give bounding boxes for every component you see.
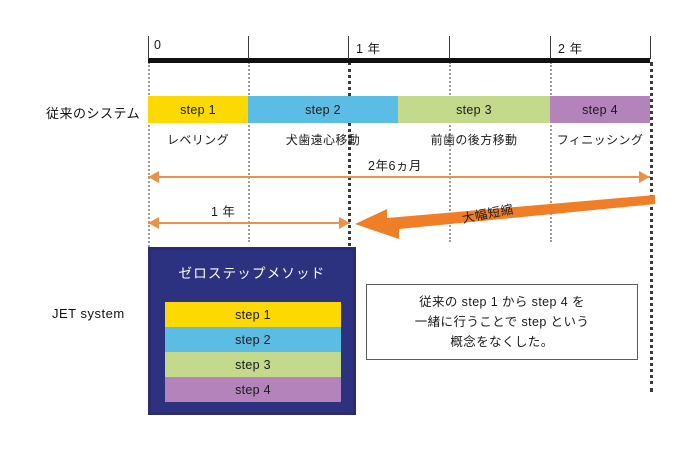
conventional-step-1: step 1 [148,96,248,123]
axis-label-1yr: 1 年 [356,42,381,56]
timeline-axis [148,58,650,63]
measure-total-arrowhead-left [148,171,159,183]
zero-step-method-title: ゼロステップメソッド [178,266,326,281]
explanation-note-box: 従来の step 1 から step 4 を 一緒に行うことで step という… [366,284,638,360]
conventional-desc-4: フィニッシング [556,132,644,147]
guideline-6mo [248,62,250,242]
measure-jet-label: 1 年 [205,201,242,220]
zero-step-method-steps: step 1 step 2 step 3 step 4 [165,302,341,402]
measure-jet-shaft [148,222,350,224]
note-line-1: 従来の step 1 から step 4 を [419,295,585,309]
conventional-desc-1: レベリング [166,132,229,147]
guideline-1yr-emphasis [348,62,351,252]
measure-total-duration [148,170,650,184]
axis-tick-3 [449,36,450,59]
axis-tick-5 [650,36,651,59]
jet-step-4: step 4 [165,377,341,402]
guideline-end-emphasis [650,62,653,392]
axis-label-2yr: 2 年 [558,42,583,56]
note-line-2: 一緒に行うことで step という [414,315,590,329]
measure-jet-arrowhead-right [339,217,350,229]
jet-step-2: step 2 [165,327,341,352]
measure-jet-arrowhead-left [148,217,159,229]
jet-step-1: step 1 [165,302,341,327]
conventional-desc-2: 犬歯遠心移動 [285,132,361,147]
measure-jet-duration [148,216,350,230]
guideline-2yr [550,62,552,242]
conventional-step-4: step 4 [550,96,650,123]
measure-total-arrowhead-right [639,171,650,183]
conventional-step-2: step 2 [248,96,398,123]
conventional-desc-3: 前歯の後方移動 [430,132,518,147]
reduction-arrow-glyph [355,195,655,239]
zero-step-method-box: ゼロステップメソッド step 1 step 2 step 3 step 4 [148,247,356,415]
axis-tick-0 [148,36,149,59]
measure-total-shaft [148,176,650,178]
axis-label-0: 0 [154,38,162,52]
note-line-3: 概念をなくした。 [450,335,554,349]
guideline-0 [148,62,150,362]
reduction-arrow [355,195,655,247]
guideline-18mo [449,62,451,242]
axis-tick-4 [550,36,551,59]
axis-tick-1 [248,36,249,59]
axis-tick-2 [348,36,349,59]
jet-step-3: step 3 [165,352,341,377]
conventional-step-3: step 3 [398,96,550,123]
row-label-jet: JET system [52,306,125,321]
measure-total-label: 2年6ヵ月 [362,155,428,174]
row-label-conventional: 従来のシステム [46,106,141,121]
